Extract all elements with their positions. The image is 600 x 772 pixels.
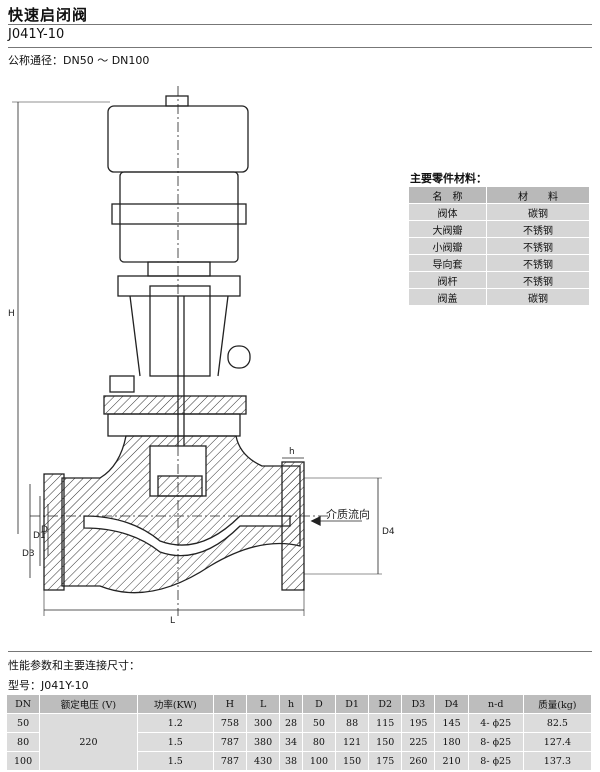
part-name: 导向套 [408,254,487,272]
cell-d3: 225 [401,732,436,752]
cell-l: 430 [246,751,281,771]
part-name: 阀盖 [408,288,487,306]
table-row: 100 1.5 787 430 38 100 150 175 260 210 8… [5,751,593,771]
cell-d3: 260 [401,751,436,771]
cell-d: 50 [301,713,337,733]
table-row: 阀体碳钢 [408,203,591,221]
table-row: 阀盖碳钢 [408,288,591,306]
title-divider [8,24,592,25]
header-cell: D [301,694,337,714]
header-cell: H [212,694,248,714]
table-header-row: 名 称 材 料 [408,186,591,204]
header-cell: L [246,694,281,714]
performance-title: 性能参数和主要连接尺寸： [8,659,140,672]
model-divider [8,47,592,48]
part-name: 大阀瓣 [408,220,487,238]
header-material: 材 料 [485,186,591,204]
cell-d2: 115 [368,713,403,733]
cell-power: 1.5 [136,732,214,752]
cell-small-h: 28 [279,713,303,733]
dim-small-h-label: h [289,447,295,457]
cell-l: 300 [246,713,281,733]
part-material: 不锈钢 [485,254,591,272]
part-material: 不锈钢 [485,220,591,238]
header-cell: D4 [434,694,469,714]
cell-d: 80 [301,732,337,752]
header-cell: DN [5,694,41,714]
table-row: 50 220 1.2 758 300 28 50 88 115 195 145 … [5,713,593,771]
cell-d2: 175 [368,751,403,771]
part-name: 阀体 [408,203,487,221]
part-material: 不锈钢 [485,271,591,289]
cell-d1: 121 [335,732,370,752]
performance-model: 型号：J041Y-10 [8,679,89,692]
cell-small-h: 38 [279,751,303,771]
header-cell: 功率(KW) [136,694,214,714]
part-name: 小阀瓣 [408,237,487,255]
handle-icon [165,95,189,107]
cell-mass: 127.4 [522,732,593,752]
section-divider [8,651,592,652]
table-row: 80 1.5 787 380 34 80 121 150 225 180 8- … [5,732,593,752]
cell-d1: 88 [335,713,370,733]
cell-mass: 137.3 [522,751,593,771]
cell-d2: 150 [368,732,403,752]
cell-nd: 8- ϕ25 [467,751,524,771]
cell-voltage: 220 [39,713,138,771]
cell-d4: 210 [434,751,469,771]
table-row: 小阀瓣不锈钢 [408,237,591,255]
cell-d3: 195 [401,713,436,733]
cell-dn: 50 [5,713,41,733]
cell-d1: 150 [335,751,370,771]
dim-d3-label: D3 [22,549,35,559]
parts-materials-title: 主要零件材料： [410,172,487,185]
nominal-diameter-text: 公称通径：DN50 ～ DN100 [8,54,150,67]
model-number: J041Y-10 [8,27,65,42]
gearbox-housing [119,171,239,263]
part-material: 不锈钢 [485,237,591,255]
cell-d4: 180 [434,732,469,752]
header-cell: D2 [368,694,403,714]
cell-h: 787 [212,732,248,752]
table-row: 导向套不锈钢 [408,254,591,272]
dim-l-label: L [170,616,175,626]
table-row: 大阀瓣不锈钢 [408,220,591,238]
header-cell: 额定电压 (V) [39,694,138,714]
flow-direction-label: 介质流向 [326,507,370,521]
page-title: 快速启闭阀 [8,6,89,24]
cell-nd: 4- ϕ25 [467,713,524,733]
header-cell: n-d [467,694,524,714]
dim-h-label: H [8,309,15,319]
table-header-row: DN 额定电压 (V) 功率(KW) H L h D D1 D2 D3 D4 n… [5,694,593,714]
dim-d-label: D [41,525,48,535]
cell-power: 1.5 [136,751,214,771]
specs-table: DN 额定电压 (V) 功率(KW) H L h D D1 D2 D3 D4 n… [5,694,593,771]
header-cell: D3 [401,694,436,714]
header-name: 名 称 [408,186,487,204]
valve-drawing: H L h D3 D1 D D4 介质流向 [8,86,395,626]
cell-mass: 82.5 [522,713,593,733]
part-name: 阀杆 [408,271,487,289]
cell-power: 1.2 [136,713,214,733]
header-cell: h [279,694,303,714]
table-row: 阀杆不锈钢 [408,271,591,289]
dim-d1-label: D1 [33,531,46,541]
cell-d: 100 [301,751,337,771]
cell-small-h: 34 [279,732,303,752]
cell-d4: 145 [434,713,469,733]
part-material: 碳钢 [485,203,591,221]
header-cell: 质量(kg) [522,694,593,714]
part-material: 碳钢 [485,288,591,306]
cell-l: 380 [246,732,281,752]
cell-h: 787 [212,751,248,771]
header-cell: D1 [335,694,370,714]
parts-materials-table: 名 称 材 料 阀体碳钢 大阀瓣不锈钢 小阀瓣不锈钢 导向套不锈钢 阀杆不锈钢 … [408,186,591,306]
dim-d4-label: D4 [382,527,395,537]
cell-nd: 8- ϕ25 [467,732,524,752]
cell-h: 758 [212,713,248,733]
cell-dn: 100 [5,751,41,771]
cell-dn: 80 [5,732,41,752]
